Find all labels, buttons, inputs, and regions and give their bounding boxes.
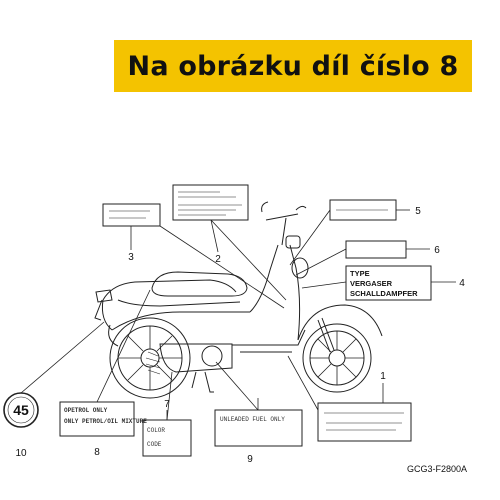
label-8-line-1: OPETROL ONLY — [64, 407, 108, 414]
label-6-box — [345, 240, 407, 259]
label-4-line-1: TYPE — [350, 269, 370, 278]
speed-sign-value: 45 — [13, 402, 29, 418]
label-4-box — [345, 265, 432, 301]
callout-8: 8 — [94, 447, 100, 458]
callout-2: 2 — [215, 254, 221, 265]
leader-lines — [20, 209, 456, 421]
callout-1: 1 — [380, 371, 386, 382]
scooter-illustration — [94, 201, 383, 399]
label-2-box — [172, 184, 249, 221]
callout-7: 7 — [164, 399, 170, 410]
label-7-line-1: COLOR — [147, 427, 165, 434]
label-7-line-2: CODE — [147, 441, 162, 448]
label-7-box — [142, 419, 192, 457]
label-8-line-2: ONLY PETROL/OIL MIXTURE — [64, 418, 147, 425]
callout-10: 10 — [15, 448, 27, 459]
callout-3: 3 — [128, 252, 134, 263]
diagram-code: GCG3-F2800A — [407, 464, 467, 474]
label-1-box — [317, 402, 412, 442]
part-number-banner: Na obrázku díl číslo 8 — [114, 40, 472, 92]
label-3-box — [102, 203, 161, 227]
label-4-line-3: SCHALLDAMPFER — [350, 289, 418, 298]
callout-9: 9 — [247, 454, 253, 465]
label-9-box — [214, 409, 303, 447]
callout-5: 5 — [415, 206, 421, 217]
label-5-box — [329, 199, 397, 221]
callout-6: 6 — [434, 245, 440, 256]
callout-4: 4 — [459, 278, 465, 289]
label-4-line-2: VERGASER — [350, 279, 393, 288]
label-9-line-1: UNLEADED FUEL ONLY — [220, 416, 285, 423]
